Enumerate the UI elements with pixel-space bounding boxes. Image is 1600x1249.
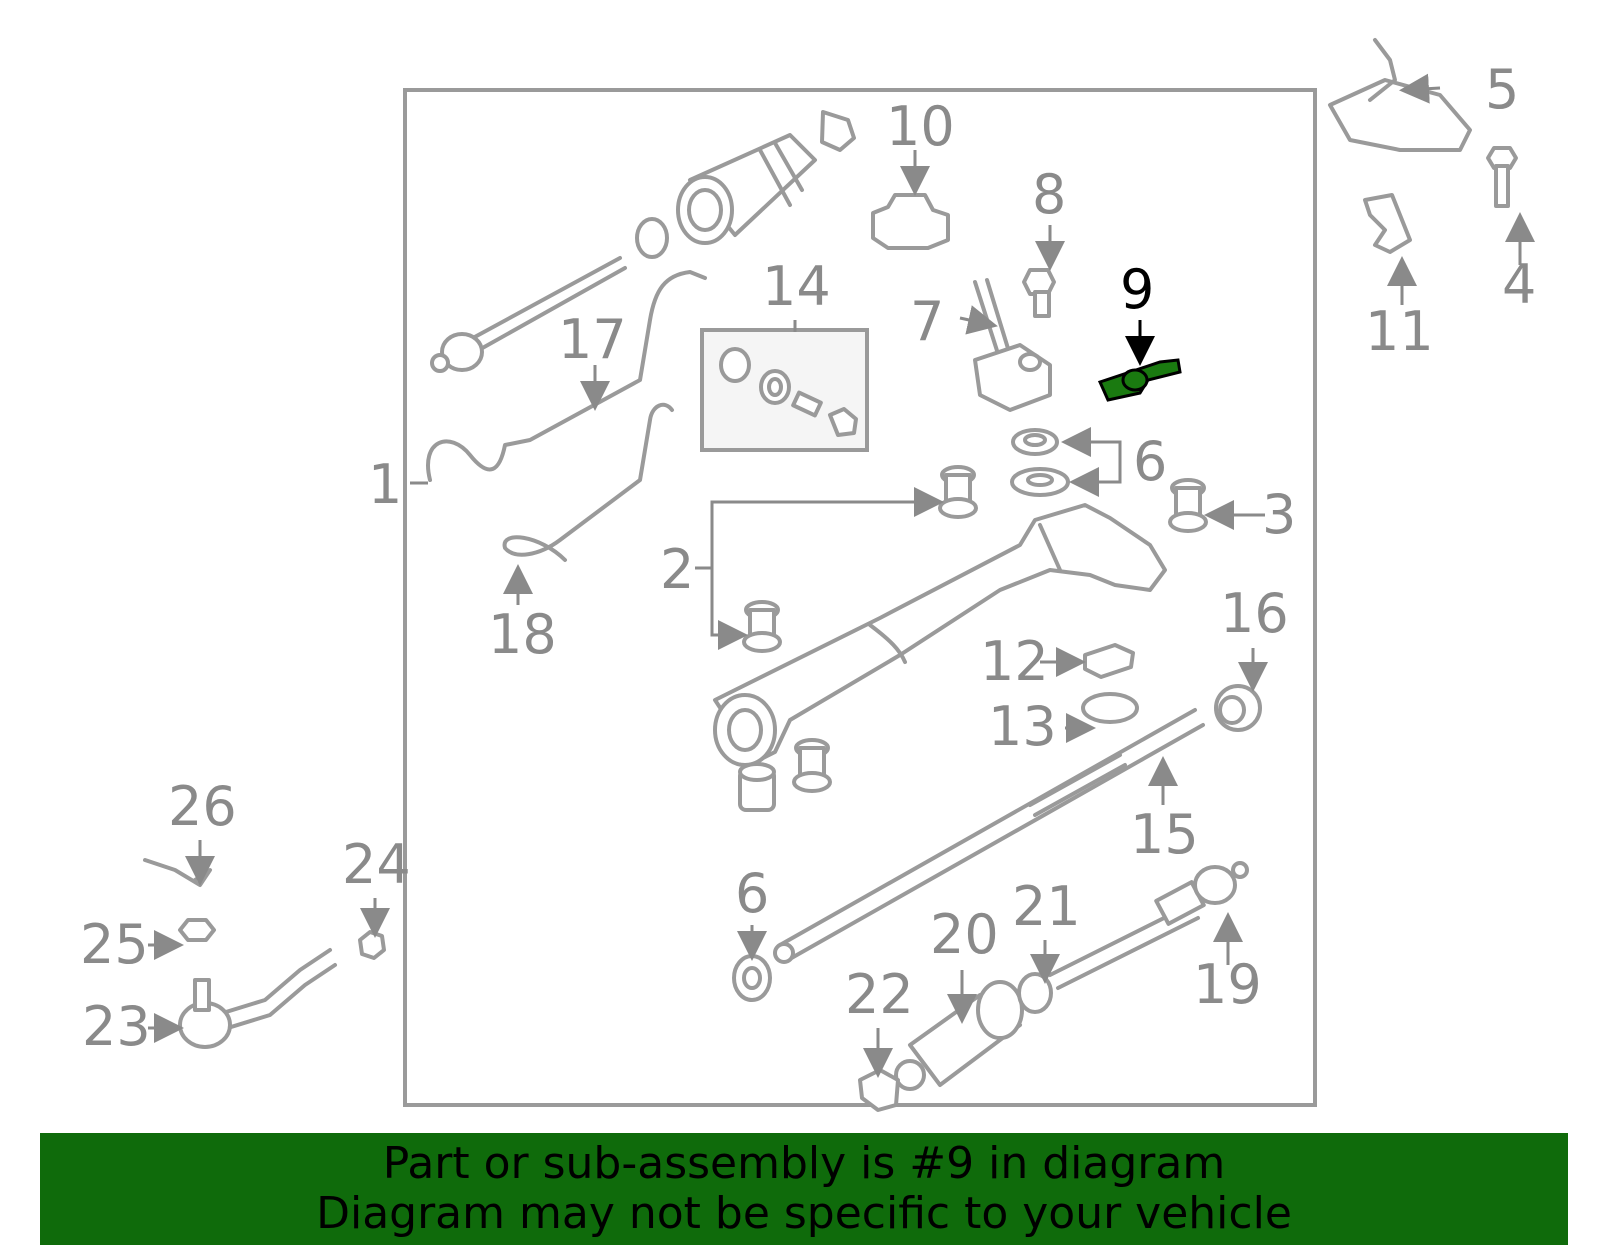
part-19-tie-rod-lower (1048, 861, 1249, 990)
part-boot-upper (635, 110, 856, 259)
callout-16: 16 (1220, 582, 1289, 645)
callout-2: 2 (660, 538, 694, 601)
part-tie-rod-upper (430, 256, 627, 373)
part-14-kit-contents (719, 347, 858, 437)
part-23-tie-rod-end (178, 948, 337, 1049)
callout-4: 4 (1502, 253, 1536, 316)
info-banner: Part or sub-assembly is #9 in diagram Di… (40, 1133, 1568, 1245)
callout-12: 12 (980, 630, 1049, 693)
callout-6-lower: 6 (735, 862, 769, 925)
callout-25: 25 (80, 913, 149, 976)
callout-6-upper: 6 (1133, 430, 1167, 493)
callout-8: 8 (1032, 163, 1066, 226)
part-10-mount (871, 193, 950, 250)
part-11-bracket (1363, 193, 1412, 254)
assembly-frame (403, 88, 1317, 1107)
part-25-nut (178, 918, 216, 942)
banner-line-1: Part or sub-assembly is #9 in diagram (382, 1138, 1226, 1189)
part-13-cap (1081, 692, 1139, 724)
callout-17: 17 (558, 308, 627, 371)
callout-24: 24 (342, 833, 411, 896)
callout-18: 18 (488, 603, 557, 666)
callout-26: 26 (168, 775, 237, 838)
part-18-return-line (502, 402, 674, 562)
callout-11: 11 (1365, 300, 1434, 363)
part-9-highlighted (1097, 358, 1182, 402)
callout-20: 20 (930, 903, 999, 966)
callout-22: 22 (845, 963, 914, 1026)
part-6-washers (1010, 428, 1070, 497)
part-5-cover (1328, 38, 1472, 152)
callout-10: 10 (886, 95, 955, 158)
part-12-nut (1083, 643, 1135, 679)
part-8-bolt (1022, 268, 1056, 318)
callout-5: 5 (1485, 58, 1519, 121)
part-21-clamp (1017, 972, 1053, 1014)
part-4-bolt (1486, 146, 1518, 208)
leader-lines (148, 73, 1535, 1078)
part-6-washer-lower (732, 954, 772, 1002)
callout-3: 3 (1262, 483, 1296, 546)
callout-9: 9 (1120, 258, 1154, 321)
part-24-nut (358, 930, 386, 960)
callout-labels: 1 2 3 4 5 6 6 7 8 9 10 11 12 13 14 15 16… (80, 58, 1536, 1058)
part-15-rack (773, 708, 1205, 964)
callout-7: 7 (910, 290, 944, 353)
callout-21: 21 (1012, 875, 1081, 938)
part-17-pressure-line (426, 270, 707, 482)
part-20-boot-lower (894, 980, 1024, 1091)
callout-23: 23 (82, 995, 151, 1058)
callout-13: 13 (988, 695, 1057, 758)
callout-19: 19 (1193, 953, 1262, 1016)
banner-line-2: Diagram may not be specific to your vehi… (316, 1188, 1292, 1239)
callout-15: 15 (1130, 803, 1199, 866)
rack-housing (713, 503, 1167, 812)
part-16-bushing (1214, 684, 1262, 732)
callout-14: 14 (762, 255, 831, 318)
callout-1: 1 (368, 453, 402, 516)
